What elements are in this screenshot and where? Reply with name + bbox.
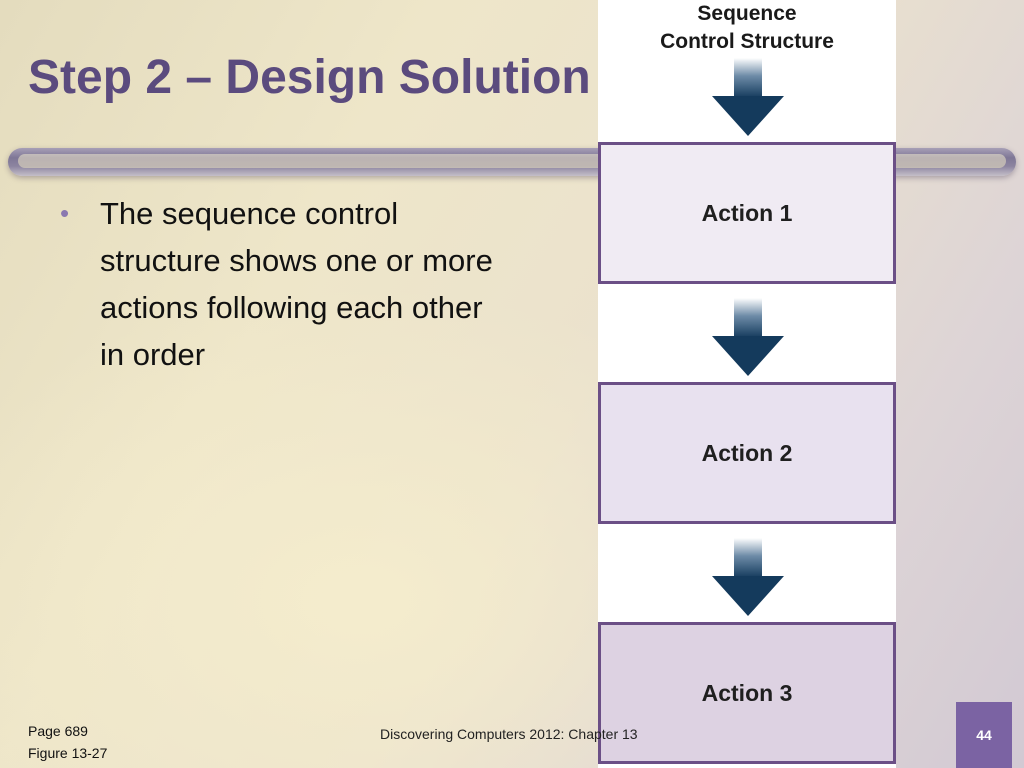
action-box-1: Action 1 — [598, 142, 896, 284]
page-reference: Page 689 — [28, 723, 88, 739]
diagram-title-line-1: Sequence — [697, 2, 797, 25]
down-arrow-icon — [712, 58, 784, 140]
footer-book-title: Discovering Computers 2012: Chapter 13 — [380, 726, 638, 742]
down-arrow-icon — [712, 298, 784, 380]
slide-number-badge: 44 — [956, 702, 1012, 768]
sequence-diagram: Sequence Control Structure Action 1 Acti… — [598, 0, 896, 768]
action-label-1: Action 1 — [701, 199, 793, 226]
action-box-3: Action 3 — [598, 622, 896, 764]
action-label-2: Action 2 — [701, 439, 793, 466]
bullet-text: The sequence control structure shows one… — [100, 196, 493, 372]
bullet-dot-icon: • — [60, 198, 70, 228]
action-box-2: Action 2 — [598, 382, 896, 524]
action-label-3: Action 3 — [701, 679, 793, 706]
diagram-title-line-2: Control Structure — [660, 30, 834, 53]
slide-title: Step 2 – Design Solution — [28, 51, 591, 104]
down-arrow-icon — [712, 538, 784, 620]
diagram-title: Sequence Control Structure — [598, 0, 896, 56]
bullet-item: • The sequence control structure shows o… — [60, 190, 500, 378]
figure-reference: Figure 13-27 — [28, 745, 108, 761]
footer-references: Page 689 Figure 13-27 — [28, 720, 107, 764]
bullet-list: • The sequence control structure shows o… — [60, 190, 500, 378]
